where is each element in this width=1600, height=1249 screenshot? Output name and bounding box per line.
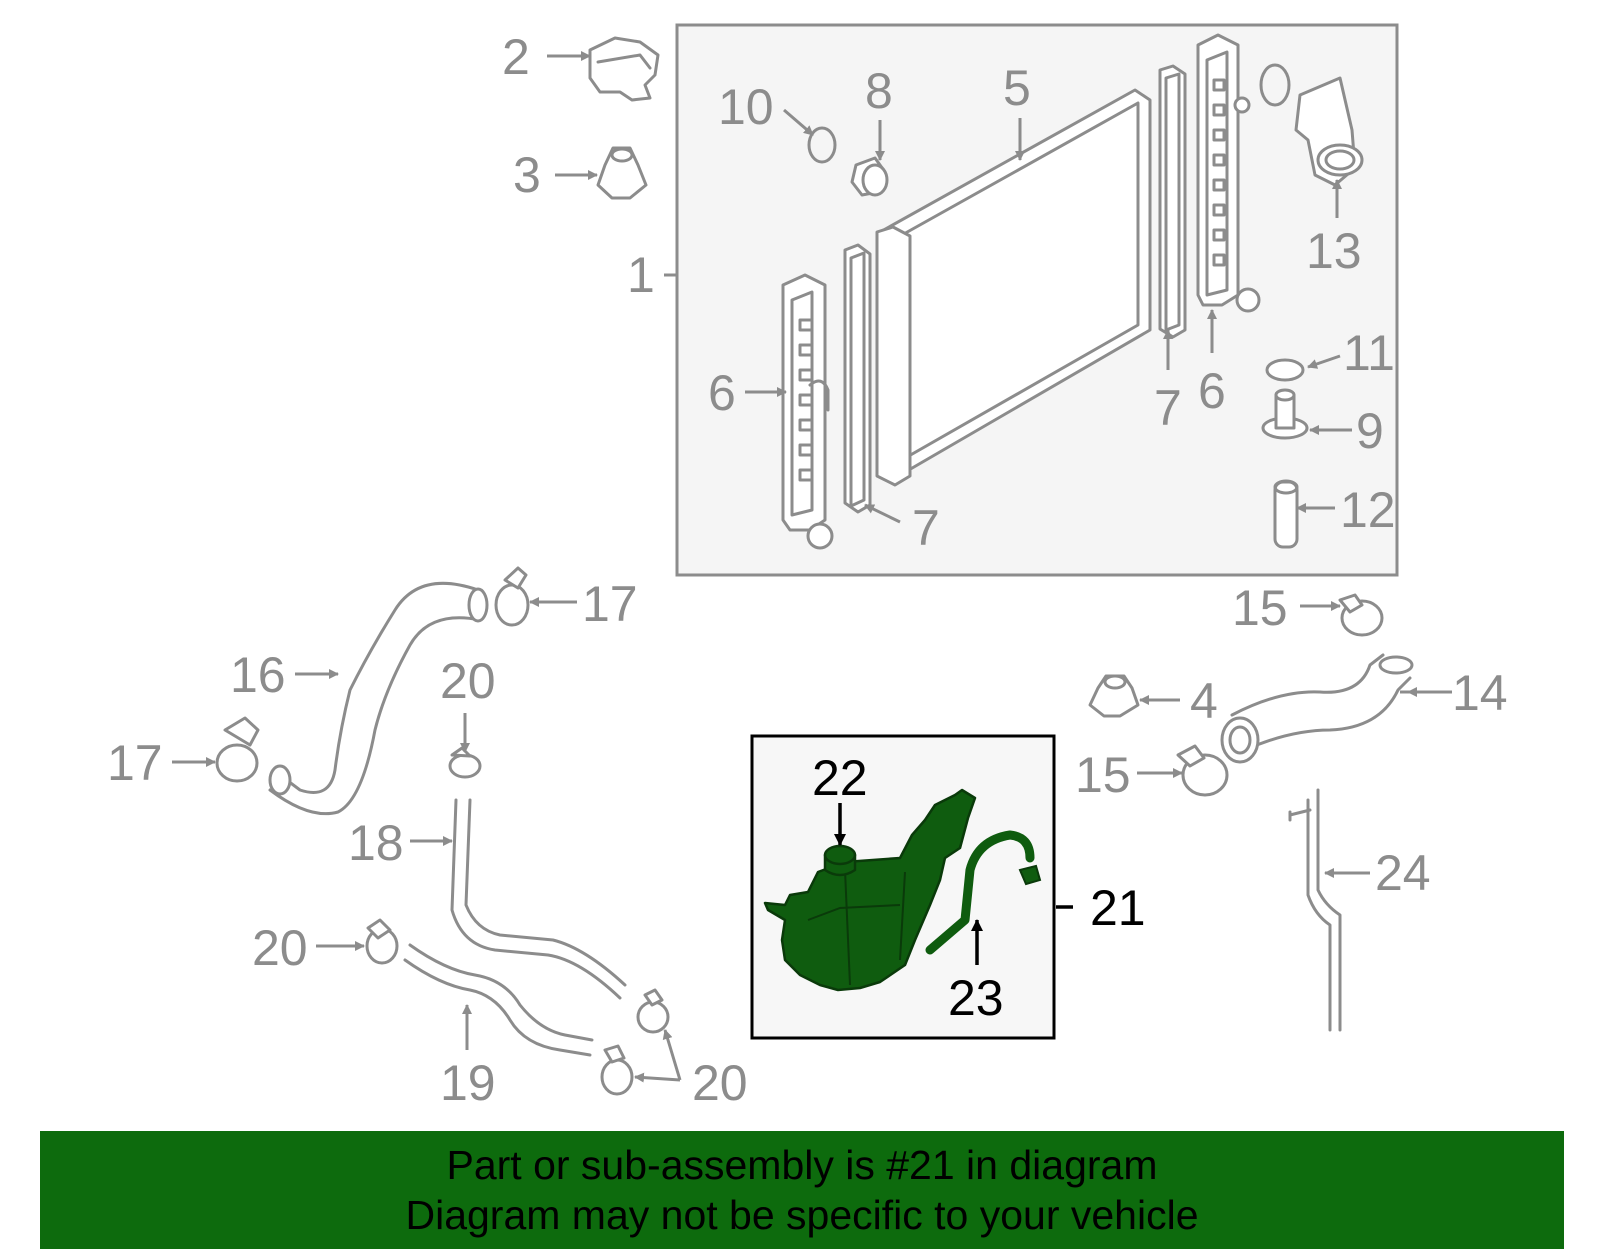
label-22: 22 bbox=[812, 750, 868, 806]
label-24: 24 bbox=[1375, 845, 1431, 901]
hose-clamp-17-bottom[interactable] bbox=[215, 716, 260, 783]
reservoir-hose-19[interactable] bbox=[403, 943, 594, 1057]
upper-mount-insulator[interactable] bbox=[596, 146, 648, 200]
label-9: 9 bbox=[1356, 403, 1384, 459]
label-7-right: 7 bbox=[1154, 380, 1182, 436]
label-20-top: 20 bbox=[440, 653, 496, 709]
label-1: 1 bbox=[627, 247, 655, 303]
label-10: 10 bbox=[718, 79, 774, 135]
label-leaders bbox=[172, 51, 1452, 1083]
hose-clamp-20-right-lower[interactable] bbox=[600, 1044, 634, 1096]
tank-seal-left[interactable] bbox=[843, 243, 872, 514]
label-18: 18 bbox=[348, 815, 404, 871]
label-5: 5 bbox=[1003, 60, 1031, 116]
radiator-core[interactable] bbox=[875, 88, 1152, 487]
label-21: 21 bbox=[1090, 880, 1146, 936]
reservoir-hose[interactable] bbox=[925, 830, 1042, 955]
label-14: 14 bbox=[1452, 665, 1508, 721]
hose-clamp-20-top[interactable] bbox=[448, 746, 482, 779]
banner-line-2: Diagram may not be specific to your vehi… bbox=[405, 1192, 1199, 1238]
label-17-top: 17 bbox=[582, 576, 638, 632]
info-banner: Part or sub-assembly is #21 in diagram D… bbox=[40, 1131, 1564, 1249]
drain-plug[interactable] bbox=[850, 156, 889, 197]
hose-clamp-15-top[interactable] bbox=[1338, 593, 1384, 637]
radiator-tank-left[interactable] bbox=[781, 273, 834, 550]
upper-radiator-hose[interactable] bbox=[268, 581, 489, 816]
lower-radiator-hose[interactable] bbox=[1220, 653, 1414, 764]
washer[interactable] bbox=[1265, 358, 1305, 382]
radiator-cap[interactable] bbox=[588, 36, 660, 102]
hose-clamp-17-top[interactable] bbox=[494, 566, 530, 627]
coolant-reservoir-tank[interactable] bbox=[763, 788, 977, 992]
mount-bushing[interactable] bbox=[1261, 388, 1309, 440]
thermostat-gasket[interactable] bbox=[1259, 63, 1291, 107]
label-13: 13 bbox=[1306, 223, 1362, 279]
label-4: 4 bbox=[1190, 673, 1218, 729]
label-3: 3 bbox=[513, 147, 541, 203]
mount-pin[interactable] bbox=[1273, 479, 1299, 549]
reservoir-hose-18[interactable] bbox=[450, 798, 627, 1000]
label-6-right: 6 bbox=[1198, 363, 1226, 419]
drain-plug-o-ring[interactable] bbox=[807, 126, 837, 164]
label-7-bottom: 7 bbox=[912, 500, 940, 556]
label-20-right: 20 bbox=[692, 1055, 748, 1111]
label-17-bottom: 17 bbox=[107, 735, 163, 791]
label-15-bottom: 15 bbox=[1075, 747, 1131, 803]
hose-clamp-20-left[interactable] bbox=[365, 918, 399, 965]
label-2: 2 bbox=[502, 29, 530, 85]
water-outlet-housing[interactable] bbox=[1294, 76, 1364, 187]
tank-seal-right[interactable] bbox=[1158, 64, 1187, 339]
banner-line-1: Part or sub-assembly is #21 in diagram bbox=[446, 1142, 1158, 1188]
label-12: 12 bbox=[1340, 482, 1396, 538]
overflow-tube[interactable] bbox=[1288, 788, 1342, 1032]
label-11: 11 bbox=[1343, 325, 1395, 381]
label-8: 8 bbox=[865, 63, 893, 119]
label-16: 16 bbox=[230, 647, 286, 703]
radiator-tank-right[interactable] bbox=[1196, 33, 1261, 313]
hose-clamp-20-right-upper[interactable] bbox=[636, 988, 670, 1034]
reservoir-cap[interactable] bbox=[823, 844, 857, 877]
label-23: 23 bbox=[948, 970, 1004, 1026]
label-6-left: 6 bbox=[708, 365, 736, 421]
hose-clamp-15-bottom[interactable] bbox=[1176, 744, 1229, 797]
label-20-left: 20 bbox=[252, 920, 308, 976]
label-19: 19 bbox=[440, 1055, 496, 1111]
lower-mount-insulator[interactable] bbox=[1088, 674, 1140, 718]
label-15-top: 15 bbox=[1232, 580, 1288, 636]
